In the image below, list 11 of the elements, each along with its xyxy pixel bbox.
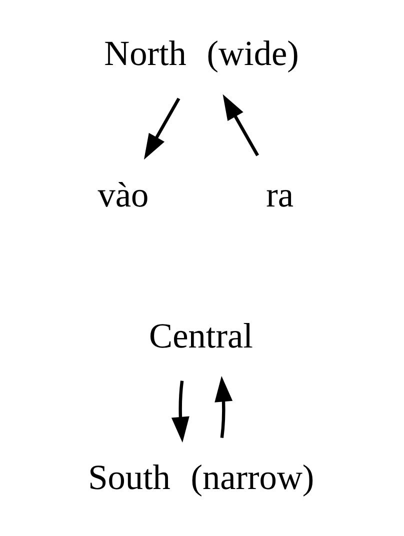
node-text: ra: [266, 175, 294, 214]
arrow: [144, 98, 180, 160]
node-label: (narrow): [190, 458, 314, 497]
node-text: North: [104, 34, 186, 74]
node-text: Central: [149, 316, 253, 356]
node-text: South: [88, 458, 170, 497]
node-text: vào: [98, 175, 149, 214]
arrow: [222, 94, 260, 156]
arrow: [171, 380, 190, 443]
node-label: (wide): [206, 34, 299, 74]
arrow: [214, 376, 233, 438]
